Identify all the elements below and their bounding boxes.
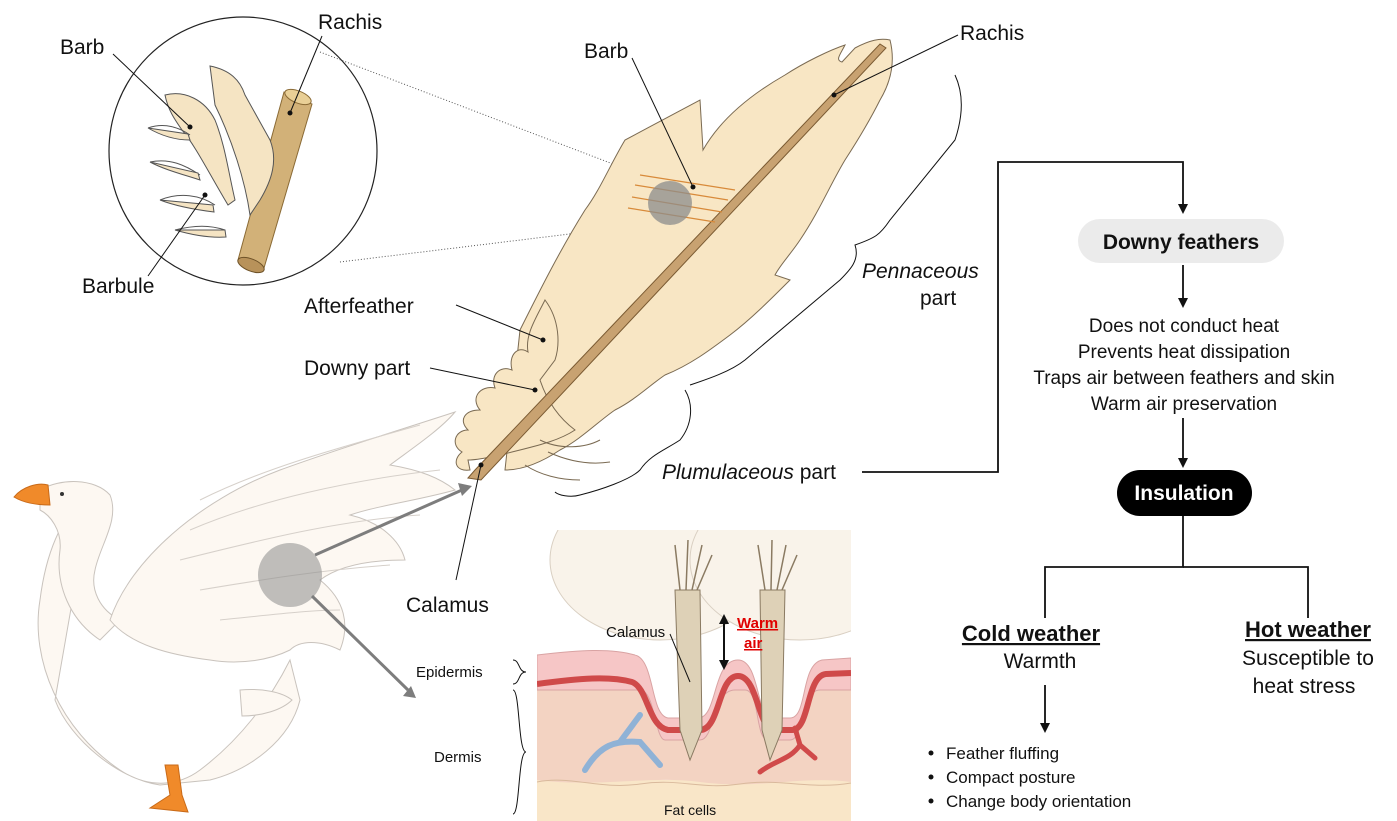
cold-weather-action-item: Change body orientation <box>946 792 1131 811</box>
feather-illustration <box>430 35 961 580</box>
epidermis-label: Epidermis <box>416 664 483 681</box>
inset-barb-label: Barb <box>60 36 104 59</box>
goose-illustration <box>14 412 472 812</box>
pennaceous-label: Pennaceous <box>862 260 979 283</box>
inset-barbule-label: Barbule <box>82 275 154 298</box>
pennaceous-part-label: part <box>920 287 956 310</box>
downy-property-item: Warm air preservation <box>1091 394 1277 415</box>
downy-property-item: Traps air between feathers and skin <box>1033 368 1334 389</box>
feather-focus-circle <box>648 181 692 225</box>
bullet-dot <box>929 775 934 780</box>
insulation-title: Insulation <box>1134 482 1233 505</box>
downy-property-item: Does not conduct heat <box>1089 316 1280 337</box>
downy-property-item: Prevents heat dissipation <box>1078 342 1290 363</box>
fat-cells-label: Fat cells <box>664 802 716 818</box>
cold-weather-action-item: Compact posture <box>946 768 1075 787</box>
calamus-label: Calamus <box>406 594 489 617</box>
bullet-dot <box>929 751 934 756</box>
downy-feathers-title: Downy feathers <box>1103 231 1259 254</box>
afterfeather-label: Afterfeather <box>304 295 414 318</box>
cold-weather-desc: Warmth <box>1004 650 1077 673</box>
cold-weather-action-item: Feather fluffing <box>946 744 1059 763</box>
warm-air-label-line2: air <box>744 635 763 652</box>
dermis-label: Dermis <box>434 749 482 766</box>
skin-cross-section <box>513 480 910 821</box>
plumulaceous-label: Plumulaceous part <box>662 461 836 484</box>
warm-air-label-line1: Warm <box>737 615 778 632</box>
downy-part-label: Downy part <box>304 357 410 380</box>
feather-rachis-label: Rachis <box>960 22 1024 45</box>
bullet-dot <box>929 799 934 804</box>
cold-weather-title: Cold weather <box>962 621 1101 646</box>
hot-weather-title: Hot weather <box>1245 617 1371 642</box>
skin-calamus-label: Calamus <box>606 624 665 641</box>
feather-barb-label: Barb <box>584 40 628 63</box>
hot-weather-desc-line2: heat stress <box>1253 675 1356 698</box>
inset-rachis-label: Rachis <box>318 11 382 34</box>
hot-weather-desc-line1: Susceptible to <box>1242 647 1374 670</box>
